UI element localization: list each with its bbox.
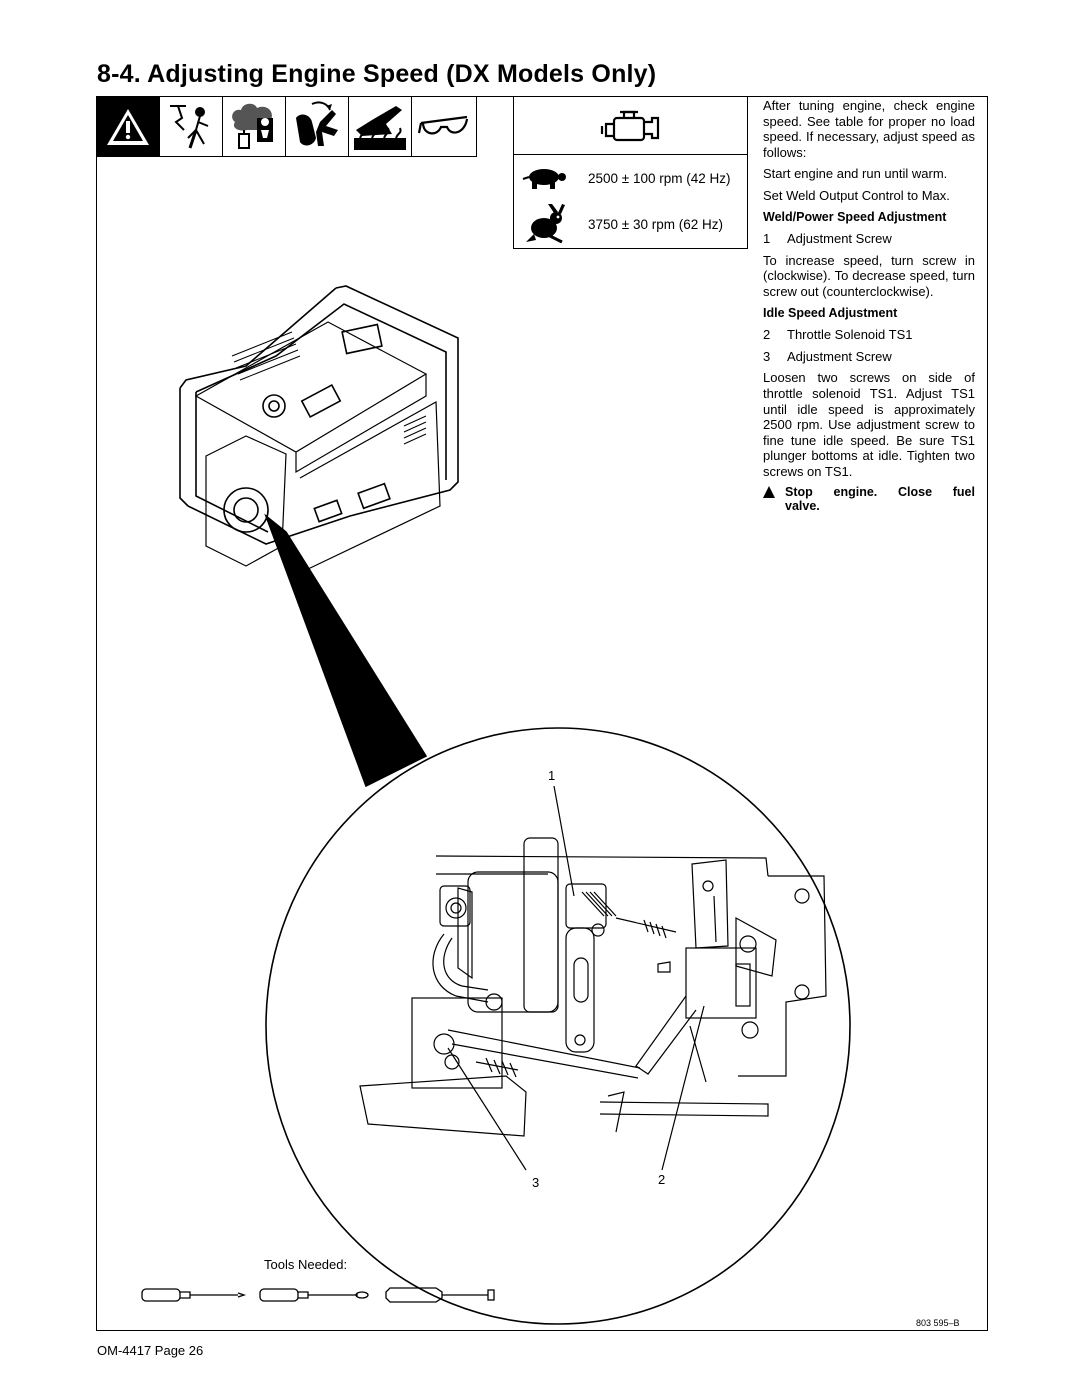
weld-item-1: 1 Adjustment Screw bbox=[763, 231, 975, 247]
step-warm: Start engine and run until warm. bbox=[763, 166, 948, 182]
idle-speed-heading: Idle Speed Adjustment bbox=[763, 305, 898, 320]
warn-word: Stop bbox=[785, 485, 813, 500]
tools-needed-label: Tools Needed: bbox=[264, 1257, 348, 1272]
warn-word: engine. bbox=[833, 485, 878, 500]
electric-shock-icon bbox=[160, 97, 223, 156]
stop-engine-warning: Stop engine. Close fuel valve. bbox=[763, 485, 975, 513]
warn-word: Close bbox=[897, 485, 933, 500]
callout-2: 2 bbox=[658, 1172, 666, 1187]
safety-icon-strip bbox=[97, 97, 477, 157]
tools-drawing bbox=[141, 1287, 495, 1303]
callout-1: 1 bbox=[548, 768, 556, 783]
page-footer: OM-4417 Page 26 bbox=[97, 1343, 204, 1358]
idle-item-3: 3 Adjustment Screw bbox=[763, 349, 975, 365]
item-number: 3 bbox=[763, 348, 771, 364]
warn-word: valve. bbox=[785, 499, 820, 514]
item-label: Adjustment Screw bbox=[787, 348, 892, 364]
document-number: 803 595–B bbox=[916, 1318, 960, 1328]
item-label: Throttle Solenoid TS1 bbox=[787, 327, 913, 343]
warn-word: fuel bbox=[952, 485, 975, 500]
section-title: 8-4. Adjusting Engine Speed (DX Models O… bbox=[97, 60, 657, 88]
weld-adjust-text: To increase speed, turn screw in (clockw… bbox=[763, 252, 975, 299]
moving-parts-icon bbox=[286, 97, 349, 156]
speed-row-weld: 3750 ± 30 rpm (62 Hz) bbox=[514, 201, 747, 247]
item-label: Adjustment Screw bbox=[787, 231, 892, 247]
detail-drawing bbox=[359, 837, 827, 1137]
engine-illustration bbox=[141, 285, 851, 1325]
engine-speed-table: 2500 ± 100 rpm (42 Hz) 3750 ± 30 rpm (62… bbox=[513, 97, 748, 249]
callout-3: 3 bbox=[532, 1175, 540, 1190]
rabbit-icon bbox=[514, 204, 576, 244]
idle-item-2: 2 Throttle Solenoid TS1 bbox=[763, 327, 975, 343]
detail-ellipse bbox=[265, 727, 851, 1325]
content-frame bbox=[96, 96, 988, 1331]
instructions-column: After tuning engine, check engine speed.… bbox=[763, 98, 975, 513]
weld-speed-value: 3750 ± 30 rpm (62 Hz) bbox=[588, 216, 723, 232]
idle-adjust-text: Loosen two screws on side of throttle so… bbox=[763, 370, 975, 479]
engine-icon bbox=[514, 97, 747, 155]
generator-drawing bbox=[179, 285, 459, 571]
safety-glasses-icon bbox=[412, 97, 475, 156]
callout-leaders bbox=[447, 785, 705, 1171]
step-max: Set Weld Output Control to Max. bbox=[763, 187, 950, 203]
hazardous-fumes-icon bbox=[223, 97, 286, 156]
hot-parts-icon bbox=[349, 97, 412, 156]
warning-triangle-icon bbox=[97, 97, 160, 156]
idle-speed-value: 2500 ± 100 rpm (42 Hz) bbox=[588, 170, 731, 186]
item-number: 2 bbox=[763, 327, 771, 343]
item-number: 1 bbox=[763, 231, 771, 247]
zoom-wedge bbox=[264, 513, 428, 788]
warning-arrow-icon bbox=[763, 485, 785, 513]
weld-speed-heading: Weld/Power Speed Adjustment bbox=[763, 209, 947, 224]
speed-row-idle: 2500 ± 100 rpm (42 Hz) bbox=[514, 155, 747, 201]
turtle-icon bbox=[514, 165, 576, 191]
intro-paragraph: After tuning engine, check engine speed.… bbox=[763, 98, 975, 160]
